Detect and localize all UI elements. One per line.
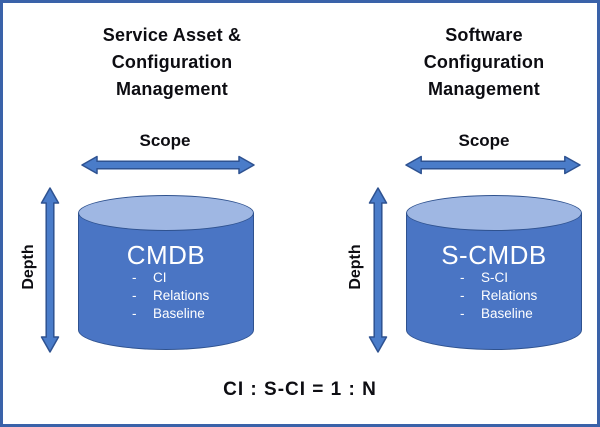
bullet-dash: - xyxy=(460,270,465,285)
s-cmdb-cylinder-body xyxy=(406,213,582,350)
ratio-formula: CI : S-CI = 1 : N xyxy=(223,379,377,400)
bullet-dash: - xyxy=(132,288,137,303)
list-item-label: Relations xyxy=(153,288,210,303)
list-item: - Baseline xyxy=(406,305,582,323)
scope-arrow-right-icon xyxy=(405,155,581,175)
scm-title: Software Configuration Management xyxy=(378,22,590,103)
cmdb-label: CMDB xyxy=(126,240,206,270)
list-item-label: Baseline xyxy=(481,306,533,321)
bullet-dash: - xyxy=(132,306,137,321)
list-item: - Relations xyxy=(406,287,582,305)
sacm-title: Service Asset & Configuration Management xyxy=(66,22,278,103)
list-item: - Relations xyxy=(78,287,254,305)
s-cmdb-cylinder-top-ellipse xyxy=(406,195,582,231)
list-item: - CI xyxy=(78,269,254,287)
sacm-title-line1: Service Asset & xyxy=(102,25,242,45)
depth-label-left: Depth xyxy=(20,244,37,290)
list-item-label: Relations xyxy=(481,288,538,303)
depth-label-right: Depth xyxy=(347,244,364,290)
s-cmdb-cylinder: S-CMDB - S-CI - Relations - Baseline xyxy=(406,195,582,350)
cmdb-item-list: - CI - Relations - Baseline xyxy=(78,269,254,323)
scope-label-left: Scope xyxy=(139,131,191,150)
depth-arrow-left-icon xyxy=(40,187,60,353)
list-item-label: S-CI xyxy=(481,270,508,285)
list-item-label: CI xyxy=(153,270,167,285)
scope-arrow-left-icon xyxy=(81,155,255,175)
sacm-title-line2: Configuration xyxy=(111,52,233,72)
bullet-dash: - xyxy=(460,288,465,303)
cmdb-cylinder-top-ellipse xyxy=(78,195,254,231)
s-cmdb-item-list: - S-CI - Relations - Baseline xyxy=(406,269,582,323)
scm-title-line1: Software xyxy=(445,25,523,45)
cmdb-cylinder-body xyxy=(78,213,254,350)
scm-title-line3: Management xyxy=(427,79,541,99)
scm-title-line2: Configuration xyxy=(423,52,545,72)
bullet-dash: - xyxy=(132,270,137,285)
depth-arrow-right-icon xyxy=(368,187,388,353)
cmdb-cylinder: CMDB - CI - Relations - Baseline xyxy=(78,195,254,350)
s-cmdb-label: S-CMDB xyxy=(441,240,547,270)
scope-label-right: Scope xyxy=(458,131,510,150)
sacm-title-line3: Management xyxy=(115,79,229,99)
list-item-label: Baseline xyxy=(153,306,205,321)
list-item: - S-CI xyxy=(406,269,582,287)
bullet-dash: - xyxy=(460,306,465,321)
list-item: - Baseline xyxy=(78,305,254,323)
